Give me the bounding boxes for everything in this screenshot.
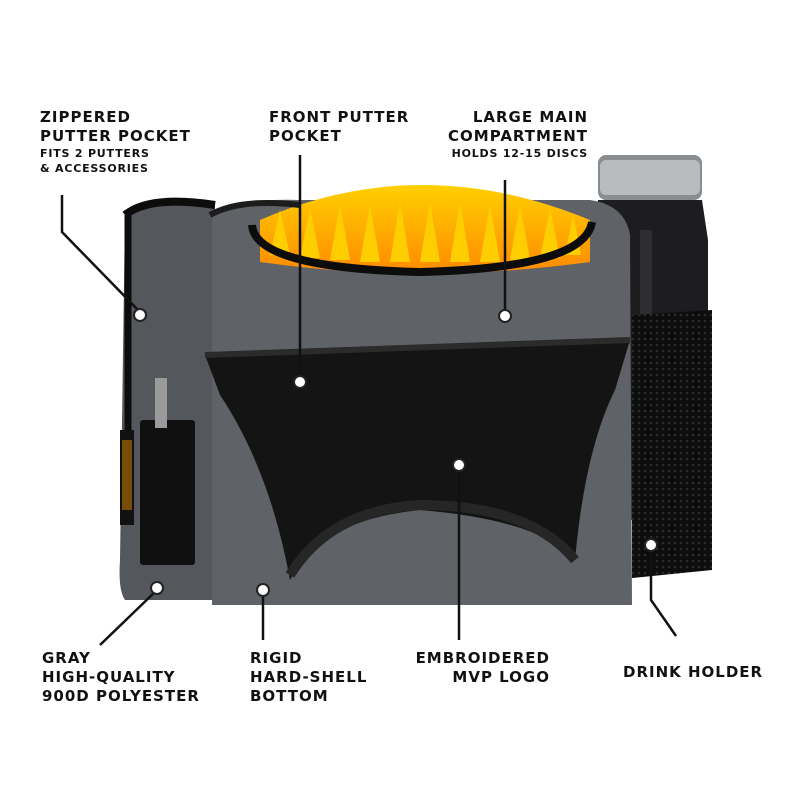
callout-subtitle: & ACCESSORIES xyxy=(40,162,149,175)
callout-title: BOTTOM xyxy=(250,687,329,705)
callout-title: COMPARTMENT xyxy=(448,127,588,145)
callout-front-putter-pocket: FRONT PUTTER POCKET xyxy=(269,108,409,146)
front-pocket xyxy=(204,337,631,580)
callout-gray-polyester: GRAY HIGH-QUALITY 900D POLYESTER xyxy=(42,649,200,706)
callout-drink-holder: DRINK HOLDER xyxy=(623,663,763,682)
callout-title: HARD-SHELL xyxy=(250,668,368,686)
callout-title: FRONT PUTTER xyxy=(269,108,410,126)
callout-title: POCKET xyxy=(269,127,342,145)
callout-title: HIGH-QUALITY xyxy=(42,668,176,686)
callout-title: 900D POLYESTER xyxy=(42,687,200,705)
callout-dots xyxy=(133,308,658,597)
callout-title: RIGID xyxy=(250,649,303,667)
callout-title: PUTTER POCKET xyxy=(40,127,191,145)
mesh-drink-pocket xyxy=(632,310,712,578)
callout-title: MVP LOGO xyxy=(452,668,550,686)
callout-title: EMBROIDERED xyxy=(415,649,550,667)
callout-large-main-compartment: LARGE MAIN COMPARTMENT HOLDS 12-15 DISCS xyxy=(448,108,588,161)
callout-title: ZIPPERED xyxy=(40,108,131,126)
side-putter-pocket xyxy=(119,197,216,600)
callout-title: LARGE MAIN xyxy=(472,108,588,126)
callout-title: DRINK HOLDER xyxy=(623,663,764,681)
callout-title: GRAY xyxy=(42,649,91,667)
callout-rigid-bottom: RIGID HARD-SHELL BOTTOM xyxy=(250,649,367,706)
callout-zippered-putter-pocket: ZIPPERED PUTTER POCKET FITS 2 PUTTERS & … xyxy=(40,108,191,176)
callout-subtitle: HOLDS 12-15 DISCS xyxy=(451,147,588,160)
callout-subtitle: FITS 2 PUTTERS xyxy=(40,147,150,160)
callout-embroidered-logo: EMBROIDERED MVP LOGO xyxy=(416,649,550,687)
callout-lines xyxy=(60,155,678,646)
